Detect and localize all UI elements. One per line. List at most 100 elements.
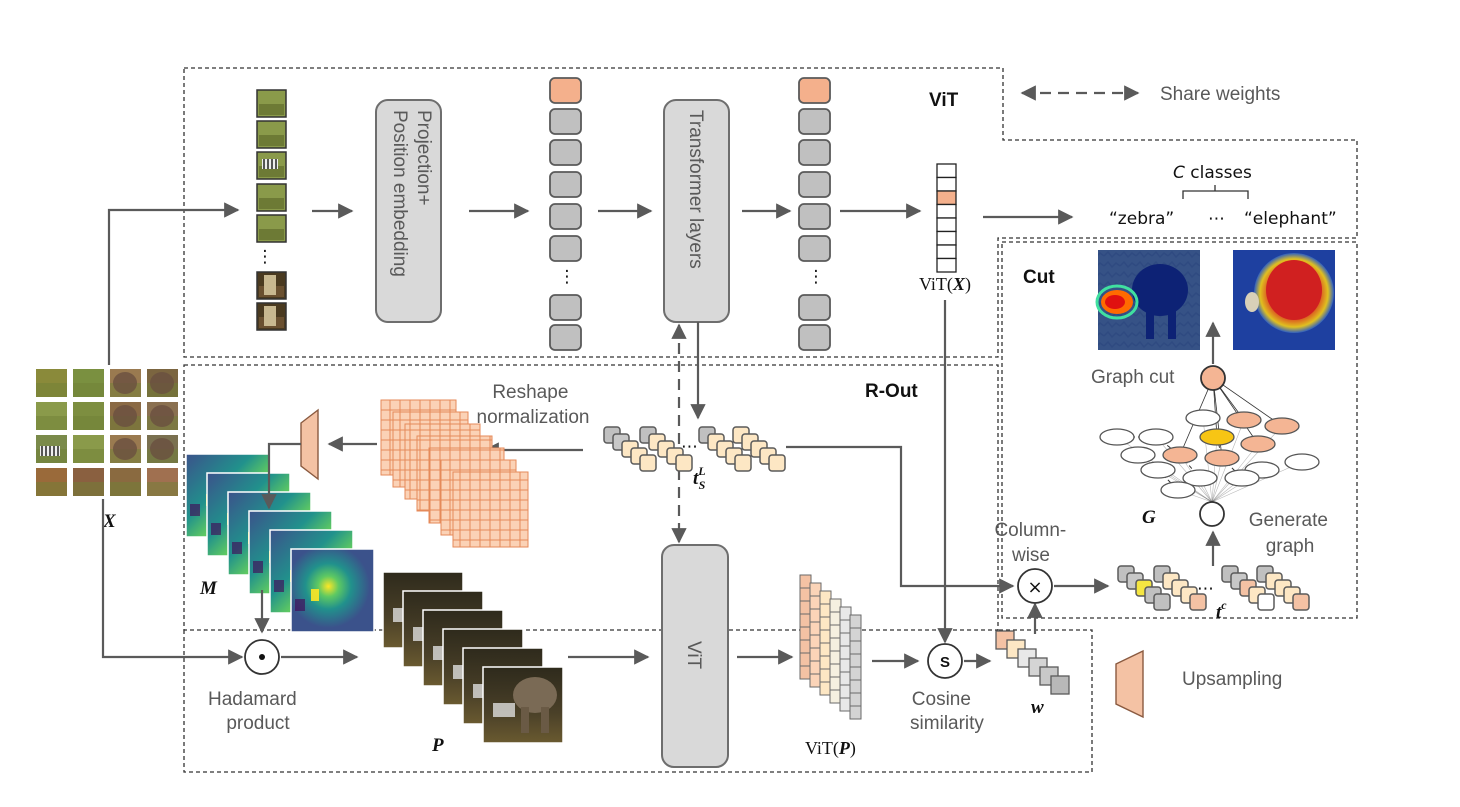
vit-p-stack [799,574,862,720]
logit-cell [936,217,957,233]
mask-coldspot [295,599,305,611]
vitp-cell [799,587,812,602]
perturbed-p-label: P [431,735,444,756]
ts-ellipsis: ⋯ [681,437,698,457]
input-x-label: X [102,511,117,532]
graph-node [1204,449,1240,467]
x-to-hadamard-arrow [101,499,244,665]
cut-result-zebra-map [1095,250,1200,350]
cut-result-elephant-map [1233,250,1335,350]
cut-panel-title: Cut [1023,267,1055,288]
weight-w-label: w [1031,697,1044,718]
input-patch-ground [147,482,178,496]
patch-token [549,235,582,262]
reshape-normalization-label: Reshape normalization [477,382,590,428]
upsampling-label: Upsampling [1182,669,1282,690]
mask-coldspot [253,561,263,573]
vitp-cell [829,663,842,678]
ts-token [734,454,752,472]
tc-ellipsis: ⋯ [1197,579,1214,599]
graph-g-label: G [1142,507,1156,528]
elephant-body [513,677,557,713]
mask-coldspot [274,580,284,592]
vitp-cell [839,632,852,647]
elephant-part [113,438,137,460]
logit-cell [936,230,957,246]
vitp-cell [799,665,812,680]
graph-node [1226,411,1262,429]
vitp-cell [849,653,862,668]
vit-panel-border [183,67,1358,358]
vit-x-vector [936,163,957,273]
logit-cell [936,163,957,179]
input-image-grid [36,369,178,496]
vitp-cell [829,624,842,639]
ts-token [768,454,786,472]
zebra-part [262,159,278,169]
vitp-cell [829,689,842,704]
tc-token-stack [1117,565,1310,611]
graph-cut-edge [1212,377,1283,427]
image-patch-ground [259,135,284,146]
logit-cell [936,190,957,206]
vitp-cell [819,603,832,618]
vitp-cell [809,673,822,688]
vit-x-label: ViT(X) [919,274,971,295]
tc-token [1153,593,1171,611]
logit-cell [936,257,957,273]
vitp-cell [799,652,812,667]
cls-token [798,77,831,104]
upsampling-legend-icon [1115,649,1144,719]
elephant-leg [541,707,549,733]
image-patch-ground [259,229,284,240]
vit-block-label: ViT [683,641,704,670]
input-patch-ground [36,383,67,397]
image-patch-ground [259,166,284,177]
patch-token [798,203,831,230]
vitp-cell [819,590,832,605]
graph-node [1138,428,1174,446]
graph-cut-node [1200,365,1226,391]
graph-source-edge [1155,436,1213,503]
vitp-cell [849,614,862,629]
graph-node [1224,469,1260,487]
graph-node [1099,428,1135,446]
graph-node [1160,481,1196,499]
projection-block [375,99,442,323]
upsampling-to-masks-arrow [261,442,301,510]
mask-m-label: M [199,578,218,599]
rout-panel-title: R-Out [865,381,918,402]
elephant-leg [264,306,276,326]
ts-token-stack [603,426,786,472]
projection-block-label: Projection+ Position embedding [389,110,434,277]
vit-panel-title: ViT [929,90,959,111]
ts-to-columnwise-arrow [786,445,1015,594]
vitp-cell [819,616,832,631]
tc-token [1189,593,1207,611]
elephant-part [150,438,174,460]
vitp-cell [829,611,842,626]
weight-vector-w [995,630,1070,695]
token-column1-ellipsis: ⋮ [559,267,576,287]
columnwise-times-symbol: × [1027,577,1042,598]
generate-graph-node [1199,501,1225,527]
vitp-cell [839,619,852,634]
c-classes-label: C classes [1173,163,1252,183]
vitp-cell [839,658,852,673]
graph-edge [1179,454,1201,479]
cosine-similarity-node [927,643,963,679]
patch-token [549,324,582,351]
vitp-cell [799,639,812,654]
vitp-cell [839,671,852,686]
mask-coldspot [211,523,221,535]
patch-token [798,235,831,262]
ts-token [639,454,657,472]
logit-cell [936,176,957,192]
vitp-cell [849,627,862,642]
cosine-similarity-label: Cosine similarity [910,689,984,734]
vitp-cell [809,595,822,610]
input-patch-ground [73,383,104,397]
token-column2-ellipsis: ⋮ [808,267,825,287]
graph-node [1185,409,1221,427]
